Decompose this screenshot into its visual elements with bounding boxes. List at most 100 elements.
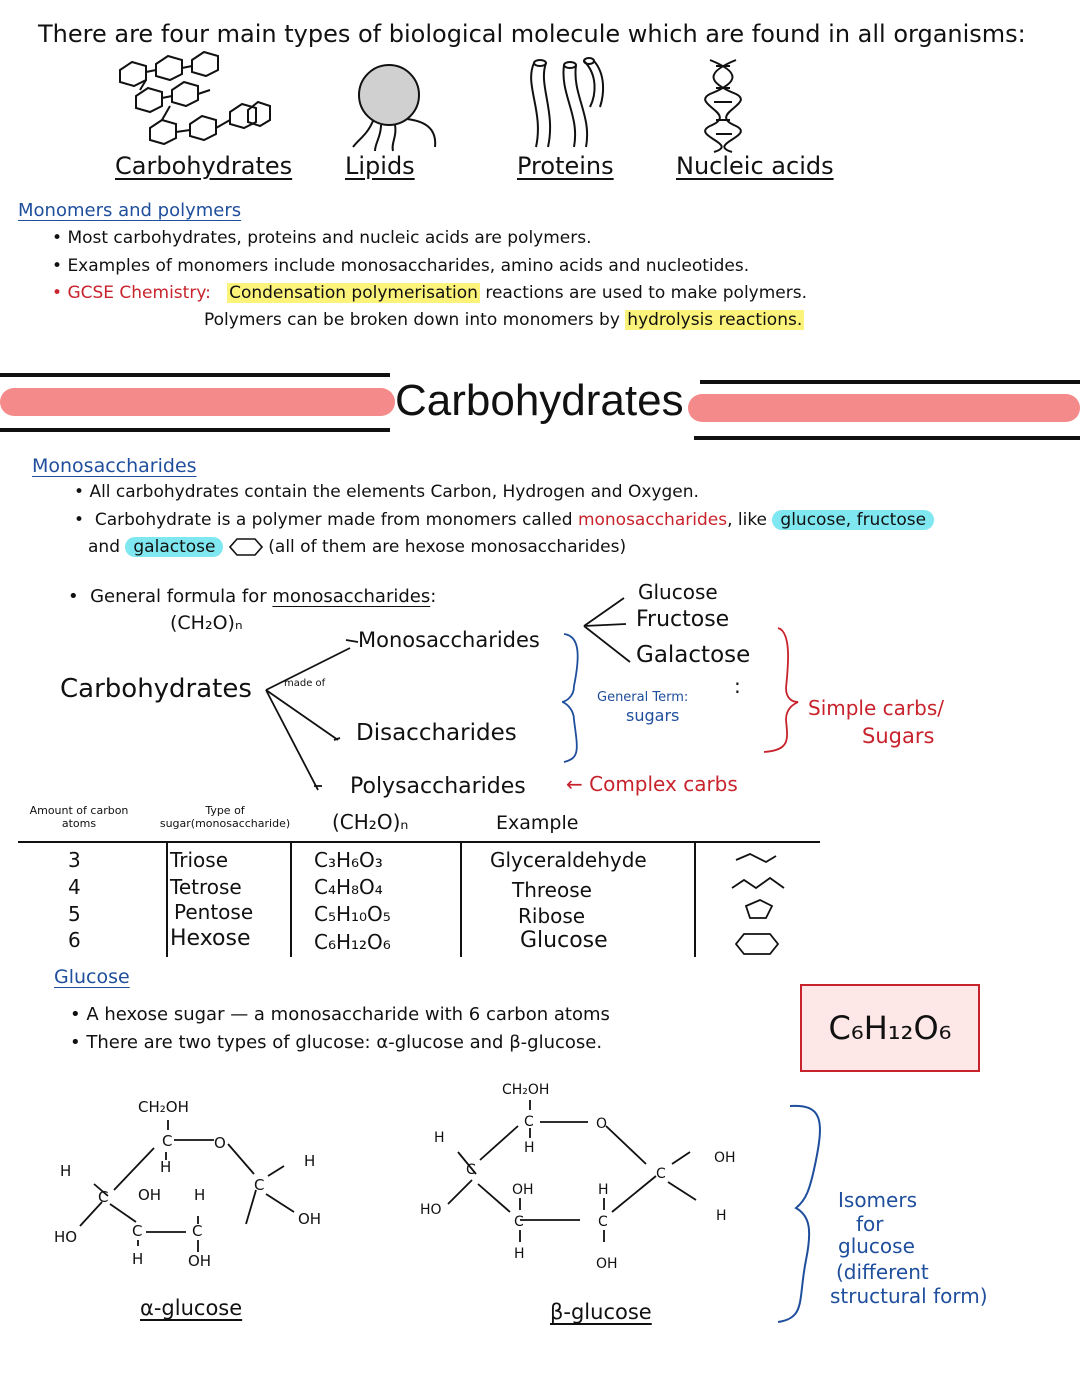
- table-cell-carbons: 6: [68, 928, 81, 952]
- triose-zigzag-icon: [735, 853, 777, 864]
- table-cell-type: Pentose: [174, 900, 254, 924]
- isomers-note-line-1: Isomers: [838, 1188, 917, 1212]
- beta-h-right-label: H: [716, 1208, 727, 1224]
- beta-ch2oh-label: CH₂OH: [502, 1082, 549, 1098]
- alpha-ho-label: HO: [54, 1228, 77, 1246]
- alpha-oh-right-label: OH: [298, 1210, 321, 1228]
- beta-h-mid-label: H: [598, 1182, 609, 1198]
- alpha-ch2oh-label: CH₂OH: [138, 1098, 189, 1116]
- table-col-rule-2: [290, 843, 292, 957]
- beta-o-label: O: [596, 1116, 607, 1132]
- alpha-glucose-label: α-glucose: [140, 1296, 243, 1320]
- molecule-label-carbohydrates: Carbohydrates: [115, 152, 293, 180]
- banner-stripe-left: [0, 388, 395, 416]
- tetrose-zigzag-icon: [731, 876, 785, 890]
- gcse-label-text: GCSE Chemistry:: [67, 283, 211, 303]
- glucose-fructose-highlight: glucose, fructose: [772, 510, 935, 530]
- simple-carbs-label: Simple carbs/: [808, 696, 944, 720]
- alpha-h-left-label: H: [60, 1162, 71, 1180]
- table-cell-type: Tetrose: [170, 875, 242, 899]
- banner-stripe-right: [688, 394, 1080, 422]
- beta-c-bl-label: C: [514, 1214, 524, 1230]
- table-cell-example: Threose: [512, 878, 592, 902]
- table-col-rule-4: [694, 843, 696, 957]
- hydrolysis-highlight: hydrolysis reactions.: [625, 310, 805, 330]
- table-cell-carbons: 3: [68, 848, 81, 872]
- alpha-h-bottom-label: H: [132, 1250, 143, 1268]
- glucose-bullet-2-text: There are two types of glucose: α-glucos…: [86, 1032, 603, 1053]
- mono-bullet-2: Carbohydrate is a polymer made from mono…: [74, 510, 935, 530]
- alpha-c-bl-label: C: [132, 1222, 142, 1240]
- complex-carbs-label: ← Complex carbs: [566, 772, 738, 796]
- formula-colon: :: [430, 586, 437, 607]
- monomers-line-4: Polymers can be broken down into monomer…: [204, 310, 805, 330]
- beta-ho-label: HO: [420, 1202, 442, 1218]
- table-header-carbon-atoms: Amount of carbon atoms: [20, 804, 138, 830]
- general-term-sugars: sugars: [626, 706, 680, 725]
- monomers-bullet-1-text: Most carbohydrates, proteins and nucleic…: [67, 228, 592, 248]
- section-title-monomers: Monomers and polymers: [18, 200, 242, 221]
- table-col-rule-1: [166, 843, 168, 957]
- isomers-note-line-5: structural form): [830, 1284, 988, 1308]
- isomers-note-line-2: for: [856, 1212, 884, 1236]
- mono-bullet-2-start: Carbohydrate is a polymer made from mono…: [94, 510, 573, 530]
- table-cell-example: Glucose: [520, 928, 608, 953]
- beta-h-left-label: H: [434, 1130, 445, 1146]
- condensation-highlight: Condensation polymerisation: [227, 283, 480, 303]
- formula-line: General formula for monosaccharides:: [68, 586, 436, 607]
- alpha-h-top-label: H: [160, 1158, 171, 1176]
- alpha-glucose-structure: CH₂OH C O H H C HO OH H C C H OH C H OH: [54, 1098, 321, 1270]
- molecule-label-nucleic-acids: Nucleic acids: [676, 152, 834, 180]
- table-cell-example: Glyceraldehyde: [490, 848, 647, 872]
- mono-bullet-2-like: , like: [727, 510, 768, 530]
- glucose-bullet-2: There are two types of glucose: α-glucos…: [70, 1032, 602, 1053]
- banner-title: Carbohydrates: [395, 376, 684, 425]
- mono-bullet-1-text: All carbohydrates contain the elements C…: [89, 482, 699, 502]
- tree-branches: [265, 597, 799, 791]
- table-header-example: Example: [496, 812, 579, 834]
- tree-fructose: Fructose: [636, 607, 730, 632]
- table-header-formula: (CH₂O)ₙ: [332, 810, 409, 834]
- table-cell-formula: C₃H₆O₃: [314, 848, 383, 872]
- tree-glucose: Glucose: [638, 580, 718, 604]
- intro-heading: There are four main types of biological …: [38, 20, 1026, 48]
- lipid-micelle-icon: [352, 64, 437, 152]
- isomers-brace: [777, 1104, 821, 1323]
- general-term-label: General Term:: [597, 690, 689, 705]
- glucose-formula-text: C₆H₁₂O₆: [828, 1009, 952, 1047]
- monomers-bullet-2-text: Examples of monomers include monosacchar…: [67, 256, 750, 276]
- formula-label: General formula for: [90, 586, 267, 607]
- alpha-c-left-label: C: [98, 1188, 108, 1206]
- beta-oh-bottom-label: OH: [596, 1256, 618, 1272]
- monomers-bullet-3-rest: reactions are used to make polymers.: [485, 283, 807, 303]
- hexose-ring-icon: [734, 933, 780, 955]
- molecule-label-proteins: Proteins: [517, 152, 614, 180]
- glucose-formula-box: C₆H₁₂O₆: [800, 984, 980, 1072]
- glucose-bullet-1: A hexose sugar — a monosaccharide with 6…: [70, 1004, 610, 1025]
- alpha-oh-bottom-label: OH: [188, 1252, 211, 1270]
- table-cell-formula: C₆H₁₂O₆: [314, 930, 391, 954]
- formula-word: monosaccharides: [272, 586, 431, 607]
- monomers-bullet-2: Examples of monomers include monosacchar…: [52, 256, 749, 276]
- table-cell-carbons: 4: [68, 875, 81, 899]
- alpha-o-label: O: [214, 1134, 226, 1152]
- alpha-c-br-label: C: [192, 1222, 202, 1240]
- table-header-rule: [18, 841, 820, 843]
- tree-polysaccharides: Polysaccharides: [350, 774, 526, 799]
- tree-dots: :: [734, 674, 741, 698]
- galactose-highlight: galactose: [125, 537, 224, 557]
- tree-monosaccharides: Monosaccharides: [358, 628, 540, 652]
- beta-c-top-label: C: [524, 1114, 534, 1130]
- section-title-glucose: Glucose: [54, 966, 130, 988]
- mono-line-3: and galactose (all of them are hexose mo…: [88, 537, 626, 557]
- banner-line-left-top: [0, 373, 390, 377]
- carbohydrate-rings-icon: [119, 50, 271, 146]
- section-title-monosaccharides: Monosaccharides: [32, 455, 197, 477]
- table-cell-type: Triose: [170, 848, 229, 872]
- table-header-sugar-type: Type of sugar(monosaccharide): [150, 804, 300, 830]
- table-header-carbon-atoms-text: Amount of carbon atoms: [29, 804, 129, 830]
- mono-line-3-and: and: [88, 537, 120, 557]
- isomers-note-line-3: glucose: [838, 1234, 915, 1258]
- monomers-line-4-text: Polymers can be broken down into monomer…: [204, 310, 620, 330]
- banner-line-left-bottom: [0, 428, 390, 432]
